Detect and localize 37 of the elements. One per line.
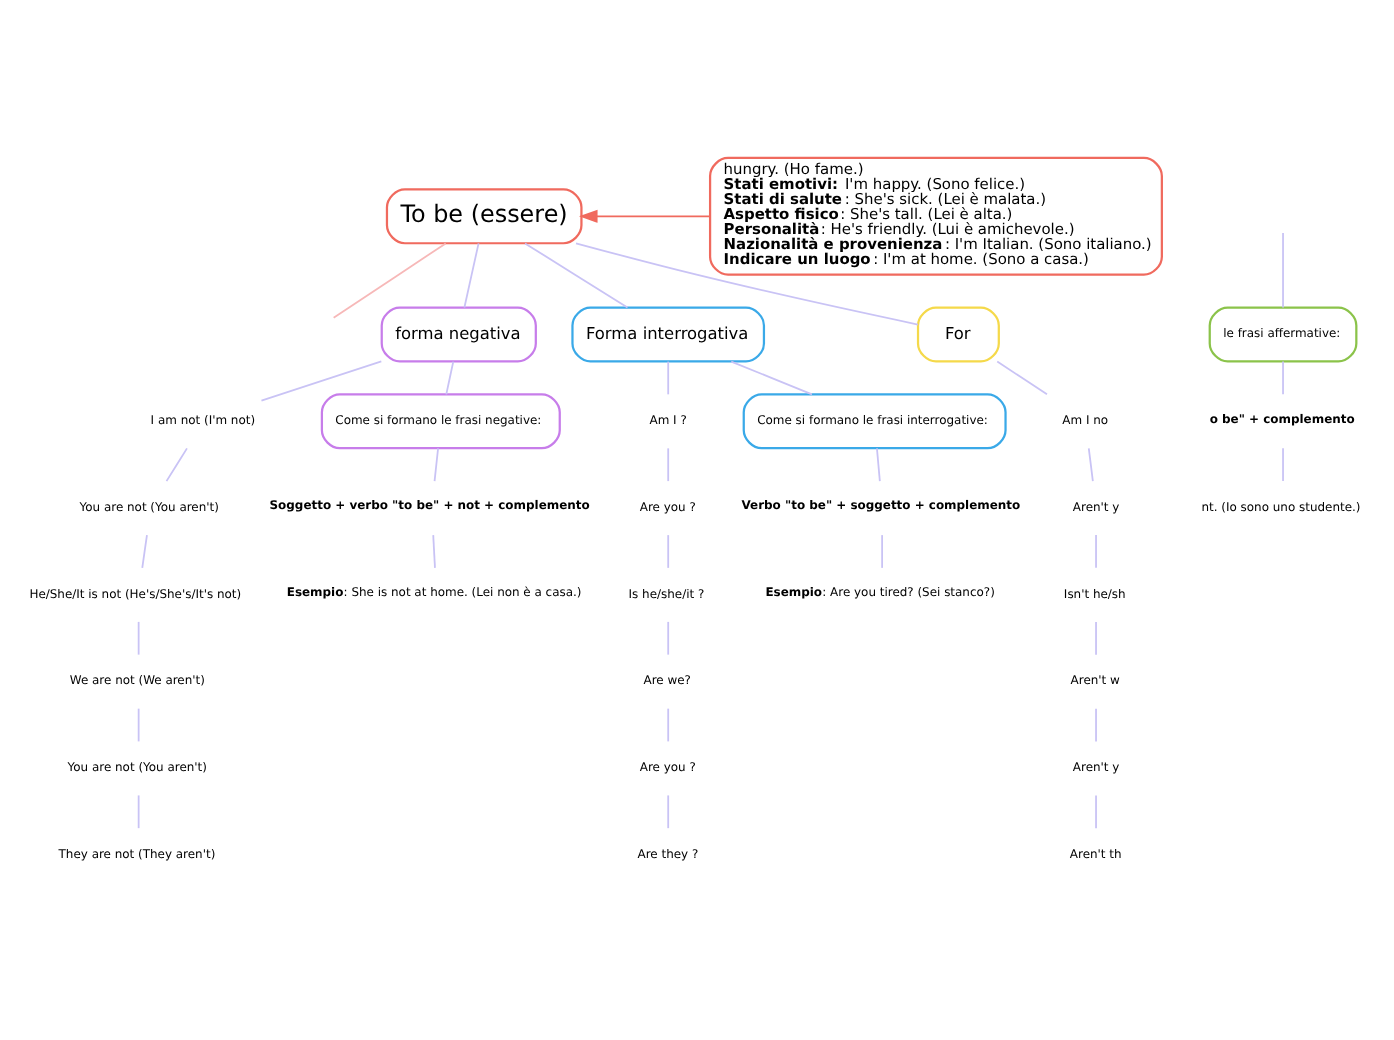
- node-box: For: [916, 306, 1000, 363]
- connector: [1282, 232, 1284, 309]
- connector: [881, 534, 883, 569]
- connector: [260, 360, 383, 402]
- connector: [667, 794, 670, 830]
- connector: [141, 534, 148, 569]
- connector: [1282, 360, 1284, 396]
- connector: [137, 707, 140, 743]
- connector: [667, 707, 670, 743]
- connector: [730, 360, 813, 396]
- connector: [432, 534, 436, 569]
- connector: [445, 360, 455, 396]
- connector: [1095, 707, 1097, 743]
- connector: [137, 621, 140, 656]
- connector: [524, 242, 629, 309]
- connector: [667, 621, 670, 656]
- connector: [1095, 794, 1097, 830]
- connector: [1095, 534, 1097, 569]
- connector: [137, 794, 140, 830]
- connector: [1087, 447, 1094, 482]
- connector: [996, 360, 1048, 396]
- arrow: [579, 209, 711, 223]
- connector: [575, 242, 919, 326]
- connector: [165, 447, 188, 482]
- connector: [1095, 621, 1097, 656]
- connector: [463, 242, 480, 309]
- node-box: To be (essere): [385, 188, 583, 245]
- connector: [332, 242, 447, 319]
- connector: [667, 360, 670, 396]
- connector: [876, 447, 881, 482]
- connector: [667, 447, 670, 482]
- connector: [1282, 447, 1284, 482]
- node-box: hungry. (Ho fame.) Stati emotivi: I'm happy. (Sono felice.) Stati di salute: She's sick. (Lei è malata.) Aspetto fisico: She's tall. (Lei è alta.) Personalità: He's friendly. (Lui è amichevole.) Nazionalità e provenienza: I'm Italian. (Sono italiano.) Indicare un luogo: I'm at home. (Sono a casa.): [708, 156, 1163, 276]
- node-box: forma negativa: [380, 306, 537, 363]
- node-box: Forma interrogativa: [571, 306, 766, 363]
- connector: [667, 534, 670, 569]
- connector: [433, 447, 439, 482]
